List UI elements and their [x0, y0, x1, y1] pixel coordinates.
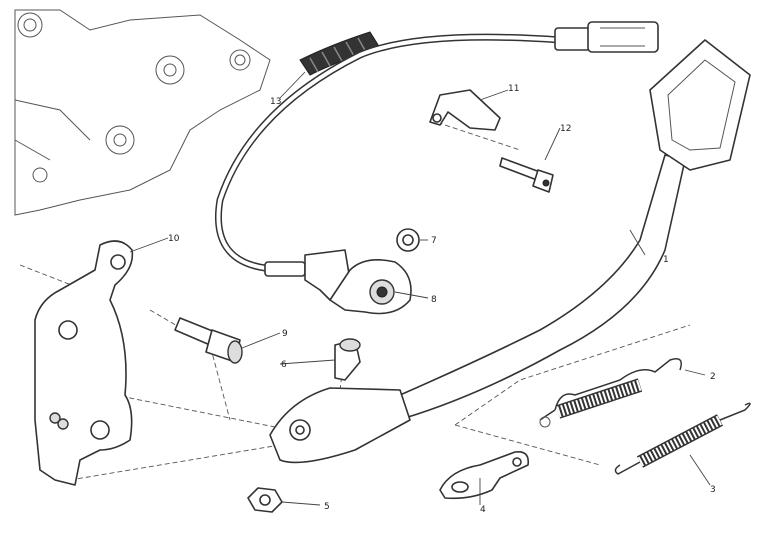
part-11-clip	[429, 89, 501, 131]
callout-8: 8	[431, 295, 437, 305]
part-6-pin	[334, 338, 361, 381]
callout-7: 7	[431, 236, 437, 246]
part-12-screw	[499, 157, 554, 193]
part-5-nut	[247, 487, 283, 513]
engine-frame	[14, 9, 271, 216]
part-9-bolt	[174, 317, 243, 364]
callout-9: 9	[282, 329, 288, 339]
part-2-spring	[539, 358, 682, 428]
callout-2: 2	[710, 372, 716, 382]
callout-10: 10	[168, 234, 180, 244]
callout-1: 1	[663, 255, 669, 265]
part-10-bracket	[34, 240, 134, 486]
part-sensor-cable	[215, 21, 659, 301]
part-7-washer	[396, 228, 420, 252]
part-4-plate	[439, 450, 530, 500]
callout-6: 6	[281, 360, 287, 370]
callout-12: 12	[560, 124, 571, 134]
callout-5: 5	[324, 502, 330, 512]
part-1-side-stand	[269, 39, 751, 464]
leader-lines	[129, 71, 711, 506]
callout-11: 11	[508, 84, 519, 94]
part-8-switch	[329, 259, 412, 315]
callout-4: 4	[480, 505, 486, 515]
part-3-spring	[614, 402, 751, 475]
callouts: 1 2 3 4 5 6 7 8 9 10 11 12 13	[168, 84, 716, 515]
callout-13: 13	[270, 97, 281, 107]
callout-3: 3	[710, 485, 716, 495]
